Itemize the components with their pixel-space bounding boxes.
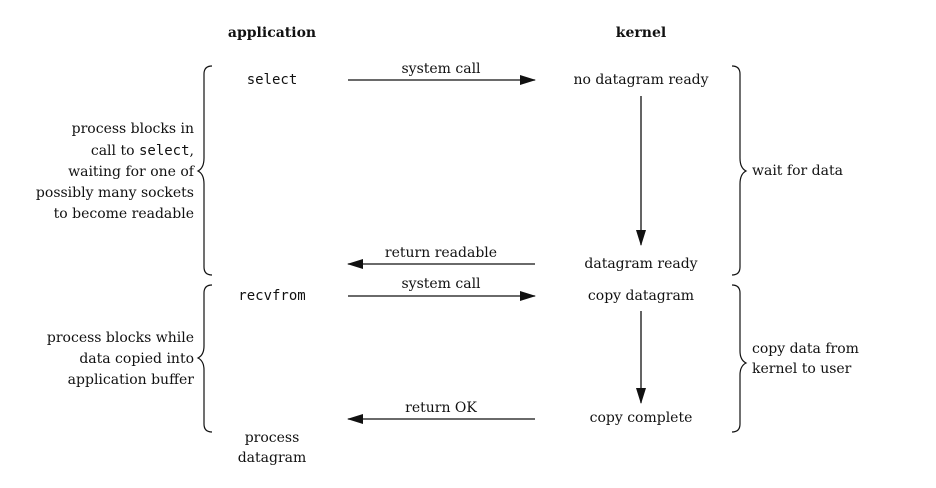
- recv-phase-note-line3: application buffer: [68, 372, 195, 388]
- copy-data-note-line1: copy data from: [752, 341, 859, 357]
- return-readable-label: return readable: [385, 245, 497, 261]
- return-ok-label: return OK: [405, 400, 477, 416]
- application-header: application: [228, 25, 316, 41]
- right-brace-copy-phase: [731, 284, 748, 433]
- recv-phase-note-line1: process blocks while: [47, 330, 194, 346]
- recv-phase-note-line2: data copied into: [79, 351, 194, 367]
- select-phase-note-line5: to become readable: [54, 206, 194, 222]
- system-call-label-1: system call: [401, 61, 481, 77]
- copy-data-note-line2: kernel to user: [752, 361, 852, 377]
- system-call-label-2: system call: [401, 276, 481, 292]
- select-phase-note-line1: process blocks in: [72, 121, 194, 137]
- select-phase-note-line3: waiting for one of: [68, 164, 196, 180]
- left-brace-recvfrom-phase: [196, 284, 213, 433]
- recvfrom-call-label: recvfrom: [238, 288, 305, 304]
- right-brace-wait-phase: [731, 65, 748, 276]
- kernel-header: kernel: [616, 25, 666, 41]
- kernel-state-copy-datagram: copy datagram: [588, 288, 694, 304]
- select-phase-note-line2-pre: call to: [91, 143, 139, 159]
- left-brace-select-phase: [196, 65, 213, 276]
- kernel-state-no-datagram-ready: no datagram ready: [573, 72, 708, 88]
- wait-for-data-note: wait for data: [752, 163, 843, 179]
- select-phase-note-line2: call to select,: [91, 143, 194, 159]
- process-datagram-label-line1: process: [245, 430, 300, 446]
- process-datagram-label-line2: datagram: [238, 450, 307, 466]
- select-call-label: select: [247, 72, 298, 88]
- select-phase-note-line2-post: ,: [190, 143, 194, 159]
- kernel-state-datagram-ready: datagram ready: [584, 256, 697, 272]
- select-phase-note-line4: possibly many sockets: [36, 185, 194, 201]
- select-phase-note-line2-code: select: [139, 143, 190, 159]
- kernel-state-copy-complete: copy complete: [590, 410, 693, 426]
